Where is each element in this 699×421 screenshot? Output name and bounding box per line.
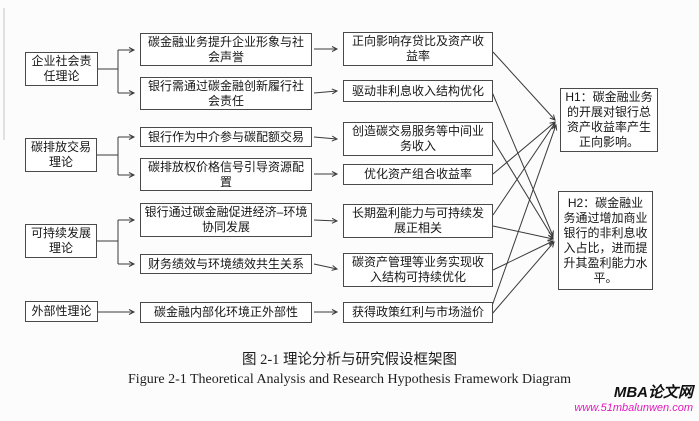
theory-box-carbon-trading: 碳排放交易理论 — [25, 138, 97, 172]
branch-theory3 — [97, 220, 119, 264]
outcome-box-policy-premium: 获得政策红利与市场溢价 — [343, 302, 493, 323]
mechanism-box-internalize-externality: 碳金融内部化环境正外部性 — [140, 302, 312, 323]
theory-box-externality: 外部性理论 — [25, 301, 98, 322]
branch-theory2 — [97, 137, 119, 175]
outcome-box-longterm-profitability: 长期盈利能力与可持续发展正相关 — [343, 204, 493, 238]
watermark-url: www.51mbalunwen.com — [574, 401, 693, 414]
outcome-box-noninterest-structure: 驱动非利息收入结构优化 — [343, 80, 493, 102]
watermark-site-name: MBA论文网 — [613, 384, 693, 401]
figure-caption-zh: 图 2-1 理论分析与研究假设框架图 — [241, 352, 458, 368]
hypothesis-box-h2: H2：碳金融业务通过增加商业银行的非利息收入占比，进而提升其盈利能力水平。 — [558, 191, 653, 290]
outcome-box-intermediate-income: 创造碳交易服务等中间业务收入 — [343, 122, 493, 156]
figure-caption-en: Figure 2-1 Theoretical Analysis and Rese… — [128, 372, 571, 387]
mechanism-box-image-reputation: 碳金融业务提升企业形象与社会声誉 — [140, 33, 312, 66]
mechanism-box-eco-env-synergy: 银行通过碳金融促进经济–环境协同发展 — [140, 203, 312, 237]
mechanism-box-price-signal: 碳排放权价格信号引导资源配置 — [140, 158, 312, 191]
scan-artifact — [3, 8, 5, 140]
outcome-box-carbon-asset-management: 碳资产管理等业务实现收入结构可持续优化 — [343, 253, 493, 287]
outcome-box-loan-ratio-roa: 正向影响存贷比及资产收益率 — [343, 32, 493, 66]
theory-box-sustainable-development: 可持续发展理论 — [25, 224, 97, 258]
mechanism-box-quota-intermediary: 银行作为中介参与碳配额交易 — [140, 127, 312, 147]
watermark: MBA论文网 www.51mbalunwen.com — [574, 384, 693, 414]
hypothesis-box-h1: H1：碳金融业务的开展对银行总资产收益率产生正向影响。 — [560, 88, 658, 152]
branch-theory1 — [98, 50, 119, 93]
mechanism-box-performance-symbiosis: 财务绩效与环境绩效共生关系 — [140, 254, 312, 274]
outcome-box-portfolio-yield: 优化资产组合收益率 — [343, 164, 493, 185]
theory-box-csr: 企业社会责任理论 — [25, 52, 98, 86]
mechanism-box-csr-innovation: 银行需通过碳金融创新履行社会责任 — [140, 77, 312, 110]
connector-lines — [97, 46, 558, 315]
